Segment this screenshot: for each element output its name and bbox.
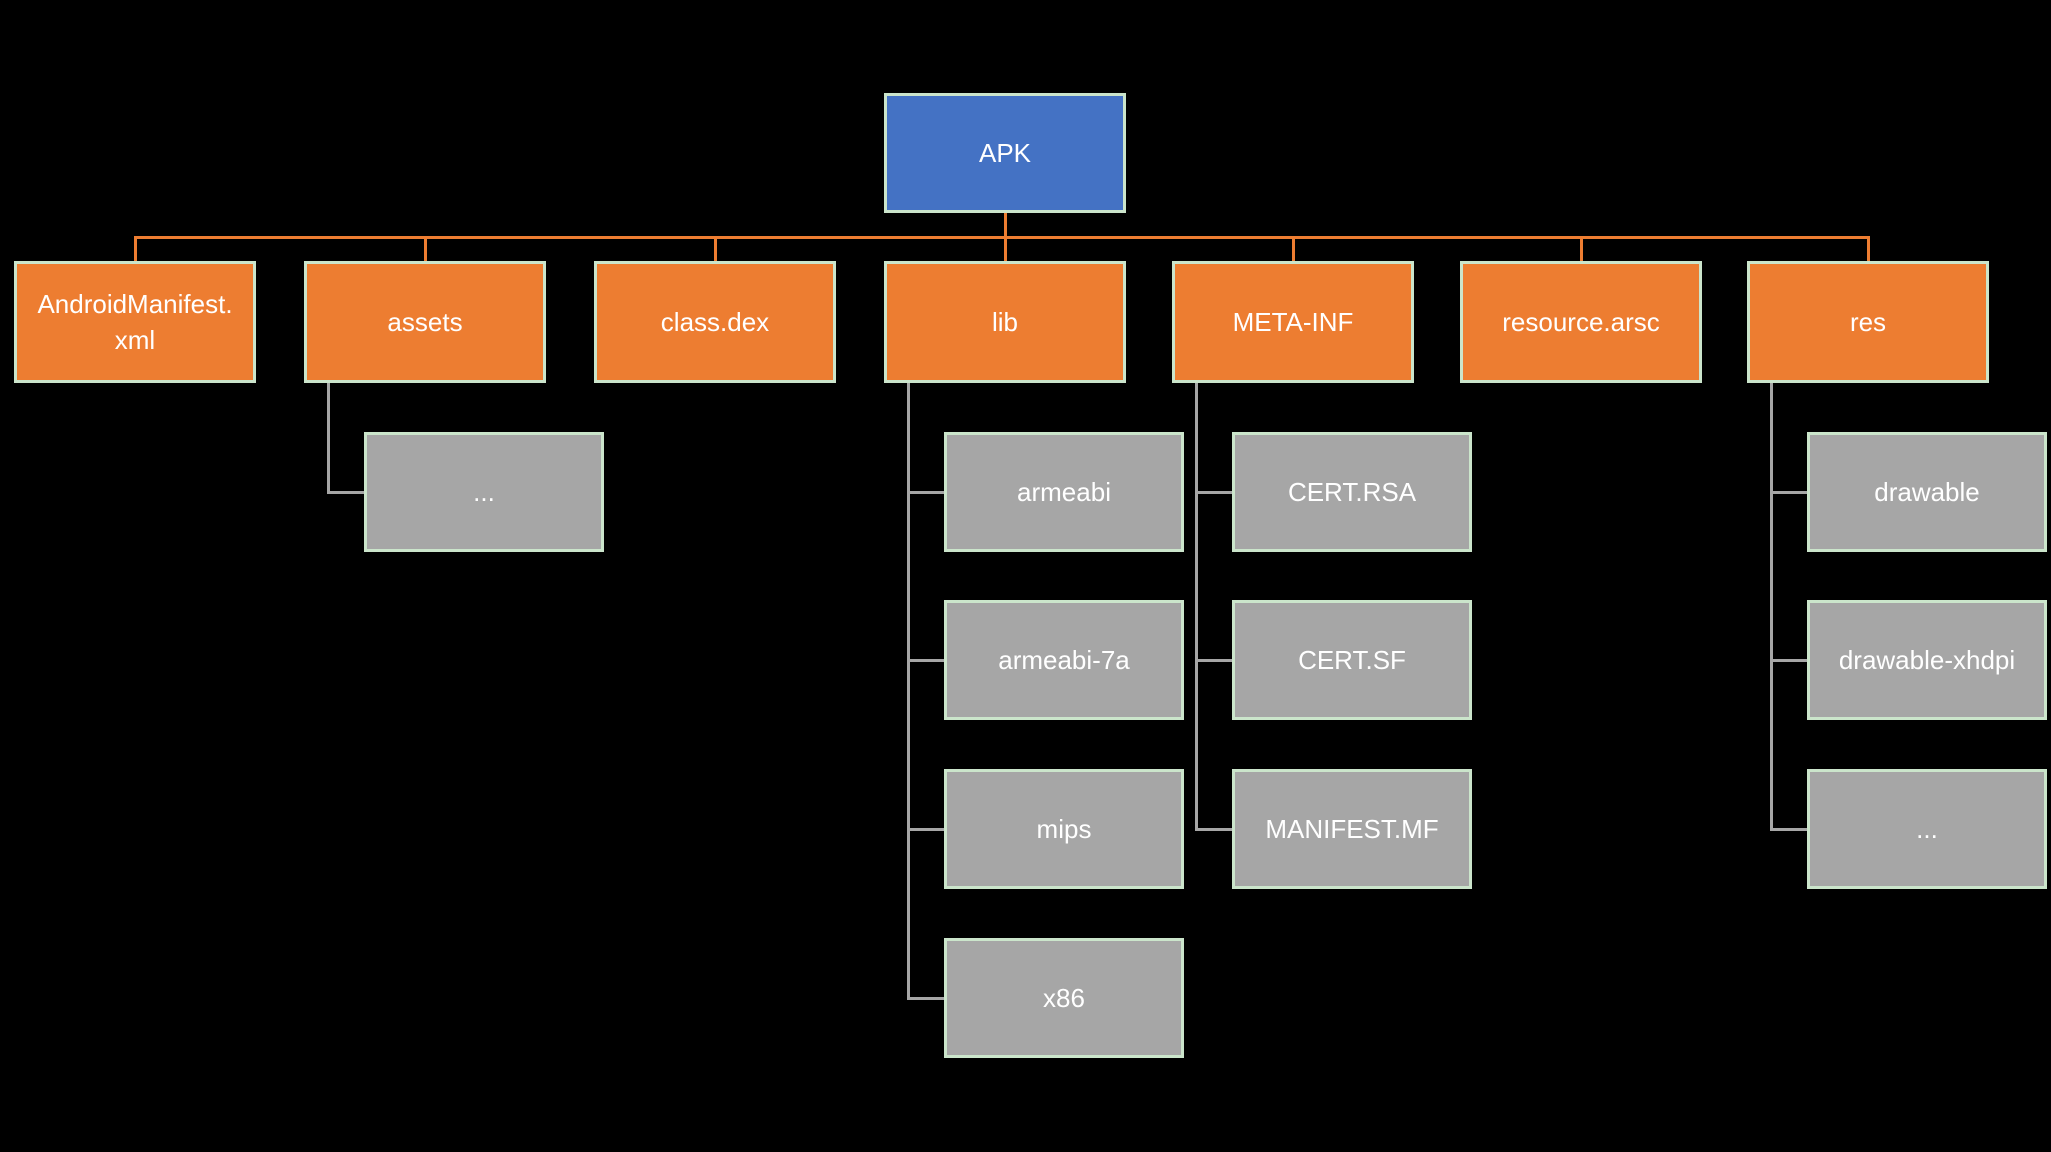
connector-stub-meta-inf-cert-sf bbox=[1196, 658, 1232, 662]
connector-bus bbox=[133, 236, 1870, 239]
node-cert-sf: CERT.SF bbox=[1232, 600, 1472, 720]
node-androidmanifest-xml: AndroidManifest. xml bbox=[14, 261, 256, 383]
node-lib: lib bbox=[884, 261, 1126, 383]
node-x86: x86 bbox=[944, 938, 1184, 1058]
node-armeabi-7a-label: armeabi-7a bbox=[998, 644, 1130, 675]
connector-stub-lib-x86 bbox=[908, 996, 944, 1000]
connector-root-drop bbox=[1003, 213, 1007, 239]
node-apk: APK bbox=[884, 93, 1126, 213]
node-assets-ellipsis-label: ... bbox=[473, 476, 495, 507]
connector-stub-lib-mips bbox=[908, 827, 944, 831]
node-cert-rsa-label: CERT.RSA bbox=[1287, 476, 1417, 507]
connector-lib-children bbox=[906, 383, 910, 1000]
node-manifest-mf-label: MANIFEST.MF bbox=[1265, 813, 1439, 844]
node-lib-label: lib bbox=[991, 306, 1018, 337]
node-class-dex: class.dex bbox=[594, 261, 836, 383]
node-x86-label: x86 bbox=[1043, 982, 1085, 1013]
node-drawable-xhdpi-label: drawable-xhdpi bbox=[1838, 644, 2016, 675]
connector-drop-res bbox=[1866, 236, 1870, 263]
node-armeabi-label: armeabi bbox=[1017, 476, 1111, 507]
node-drawable-label: drawable bbox=[1874, 476, 1980, 507]
node-resource-arsc-label: resource.arsc bbox=[1502, 306, 1660, 337]
connector-drop-resource-arsc bbox=[1579, 236, 1583, 263]
connector-stub-res-drawable bbox=[1771, 490, 1807, 494]
node-res-ellipsis-label: ... bbox=[1916, 813, 1938, 844]
node-armeabi-7a: armeabi-7a bbox=[944, 600, 1184, 720]
connector-stub-res-drawable-xhdpi bbox=[1771, 658, 1807, 662]
node-meta-inf-label: META-INF bbox=[1232, 306, 1354, 337]
node-res-ellipsis: ... bbox=[1807, 769, 2047, 889]
node-assets-label: assets bbox=[387, 306, 463, 337]
connector-stub-meta-inf-cert-rsa bbox=[1196, 490, 1232, 494]
connector-stub-assets-ellipsis bbox=[328, 490, 364, 494]
node-mips-label: mips bbox=[1036, 813, 1092, 844]
connector-stub-lib-armeabi-7a bbox=[908, 658, 944, 662]
node-meta-inf: META-INF bbox=[1172, 261, 1414, 383]
connector-stub-meta-inf-manifest-mf bbox=[1196, 827, 1232, 831]
node-armeabi: armeabi bbox=[944, 432, 1184, 552]
node-mips: mips bbox=[944, 769, 1184, 889]
node-manifest-mf: MANIFEST.MF bbox=[1232, 769, 1472, 889]
node-assets: assets bbox=[304, 261, 546, 383]
connector-stub-lib-armeabi bbox=[908, 490, 944, 494]
connector-res-children bbox=[1769, 383, 1773, 831]
connector-meta-inf-children bbox=[1194, 383, 1198, 831]
node-class-dex-label: class.dex bbox=[660, 306, 770, 337]
node-cert-rsa: CERT.RSA bbox=[1232, 432, 1472, 552]
connector-drop-assets bbox=[423, 236, 427, 263]
connector-assets-children bbox=[326, 383, 330, 494]
node-drawable-xhdpi: drawable-xhdpi bbox=[1807, 600, 2047, 720]
node-res-label: res bbox=[1849, 306, 1887, 337]
node-drawable: drawable bbox=[1807, 432, 2047, 552]
node-androidmanifest-xml-label: AndroidManifest. xml bbox=[37, 288, 233, 355]
node-resource-arsc: resource.arsc bbox=[1460, 261, 1702, 383]
connector-drop-class-dex bbox=[713, 236, 717, 263]
node-res: res bbox=[1747, 261, 1989, 383]
node-cert-sf-label: CERT.SF bbox=[1298, 644, 1406, 675]
connector-stub-res-ellipsis bbox=[1771, 827, 1807, 831]
connector-drop-meta-inf bbox=[1291, 236, 1295, 263]
connector-drop-lib bbox=[1003, 236, 1007, 263]
connector-drop-androidmanifest-xml bbox=[133, 236, 137, 263]
node-assets-ellipsis: ... bbox=[364, 432, 604, 552]
node-apk-label: APK bbox=[978, 137, 1032, 168]
